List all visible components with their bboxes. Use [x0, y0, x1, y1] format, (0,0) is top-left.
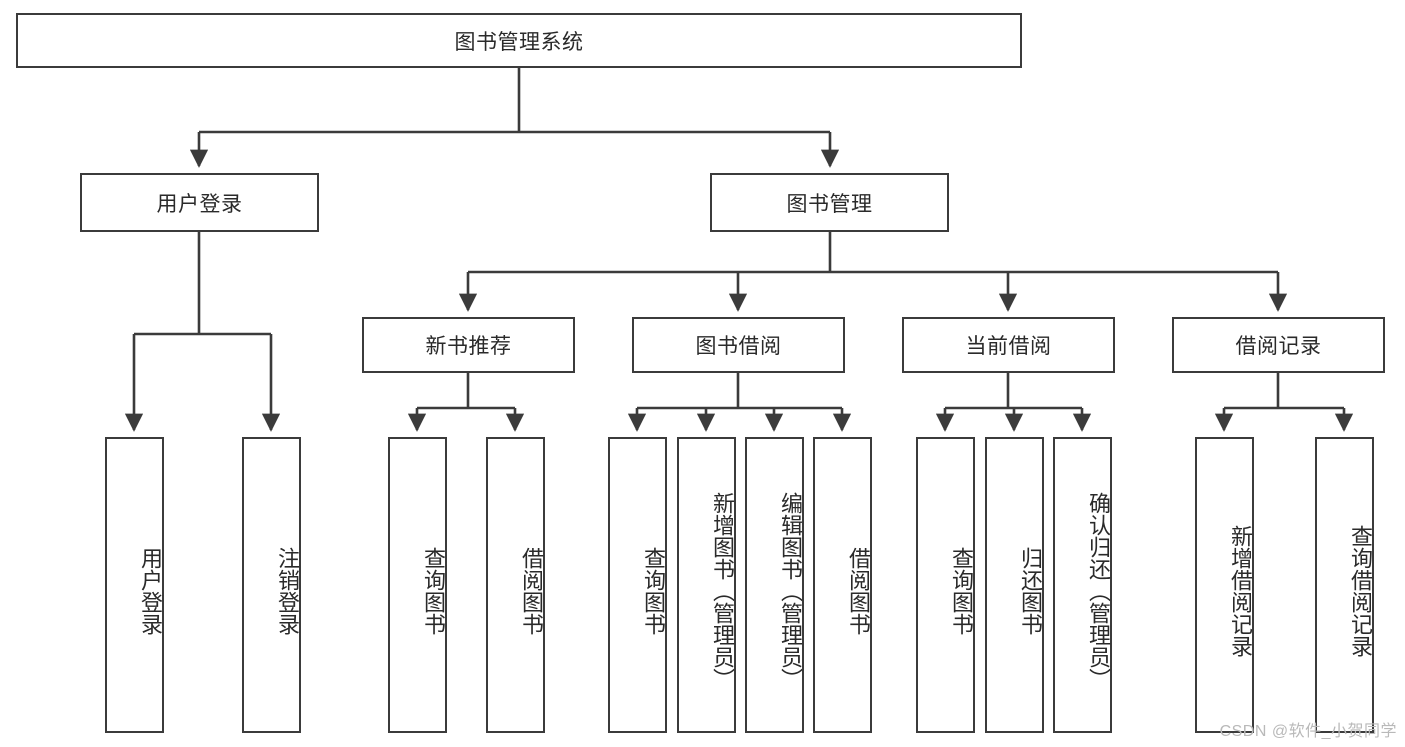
- leaf-current-confirm-return[interactable]: 确认归还（管理员）: [1053, 437, 1112, 733]
- leaf-borrow-add-book[interactable]: 新增图书（管理员）: [677, 437, 736, 733]
- leaf-label: 编辑图书（管理员）: [778, 492, 803, 690]
- leaf-label: 查询借阅记录: [1348, 525, 1373, 657]
- node-new-book-recommend-label: 新书推荐: [425, 335, 512, 358]
- csdn-watermark: CSDN @软件_小贺同学: [1219, 723, 1397, 740]
- node-new-book-recommend[interactable]: 新书推荐: [362, 317, 575, 373]
- node-root[interactable]: 图书管理系统: [16, 13, 1022, 68]
- node-borrow-record[interactable]: 借阅记录: [1172, 317, 1385, 373]
- leaf-current-return[interactable]: 归还图书: [985, 437, 1044, 733]
- leaf-user-logout[interactable]: 注销登录: [242, 437, 301, 733]
- leaf-label: 新增借阅记录: [1228, 525, 1253, 657]
- leaf-label: 借阅图书: [846, 547, 871, 635]
- leaf-borrow-edit-book[interactable]: 编辑图书（管理员）: [745, 437, 804, 733]
- node-book-management-label: 图书管理: [786, 192, 873, 216]
- node-user-login[interactable]: 用户登录: [80, 173, 319, 232]
- node-book-borrow[interactable]: 图书借阅: [632, 317, 845, 373]
- leaf-record-query[interactable]: 查询借阅记录: [1315, 437, 1374, 733]
- node-current-borrow[interactable]: 当前借阅: [902, 317, 1115, 373]
- leaf-borrow-book[interactable]: 借阅图书: [813, 437, 872, 733]
- leaf-new-book-borrow[interactable]: 借阅图书: [486, 437, 545, 733]
- leaf-record-add[interactable]: 新增借阅记录: [1195, 437, 1254, 733]
- node-user-login-label: 用户登录: [156, 192, 243, 216]
- node-current-borrow-label: 当前借阅: [965, 335, 1052, 358]
- leaf-label: 注销登录: [275, 547, 300, 635]
- leaf-label: 查询图书: [949, 547, 974, 635]
- leaf-label: 确认归还（管理员）: [1086, 492, 1111, 690]
- node-borrow-record-label: 借阅记录: [1235, 335, 1322, 358]
- node-book-borrow-label: 图书借阅: [695, 335, 782, 358]
- node-book-management[interactable]: 图书管理: [710, 173, 949, 232]
- node-root-label: 图书管理系统: [454, 30, 584, 54]
- leaf-label: 查询图书: [641, 547, 666, 635]
- leaf-user-login[interactable]: 用户登录: [105, 437, 164, 733]
- leaf-new-book-query[interactable]: 查询图书: [388, 437, 447, 733]
- leaf-label: 归还图书: [1018, 547, 1043, 635]
- leaf-current-query[interactable]: 查询图书: [916, 437, 975, 733]
- leaf-label: 新增图书（管理员）: [710, 492, 735, 690]
- leaf-borrow-query[interactable]: 查询图书: [608, 437, 667, 733]
- leaf-label: 借阅图书: [519, 547, 544, 635]
- leaf-label: 用户登录: [138, 547, 163, 635]
- leaf-label: 查询图书: [421, 547, 446, 635]
